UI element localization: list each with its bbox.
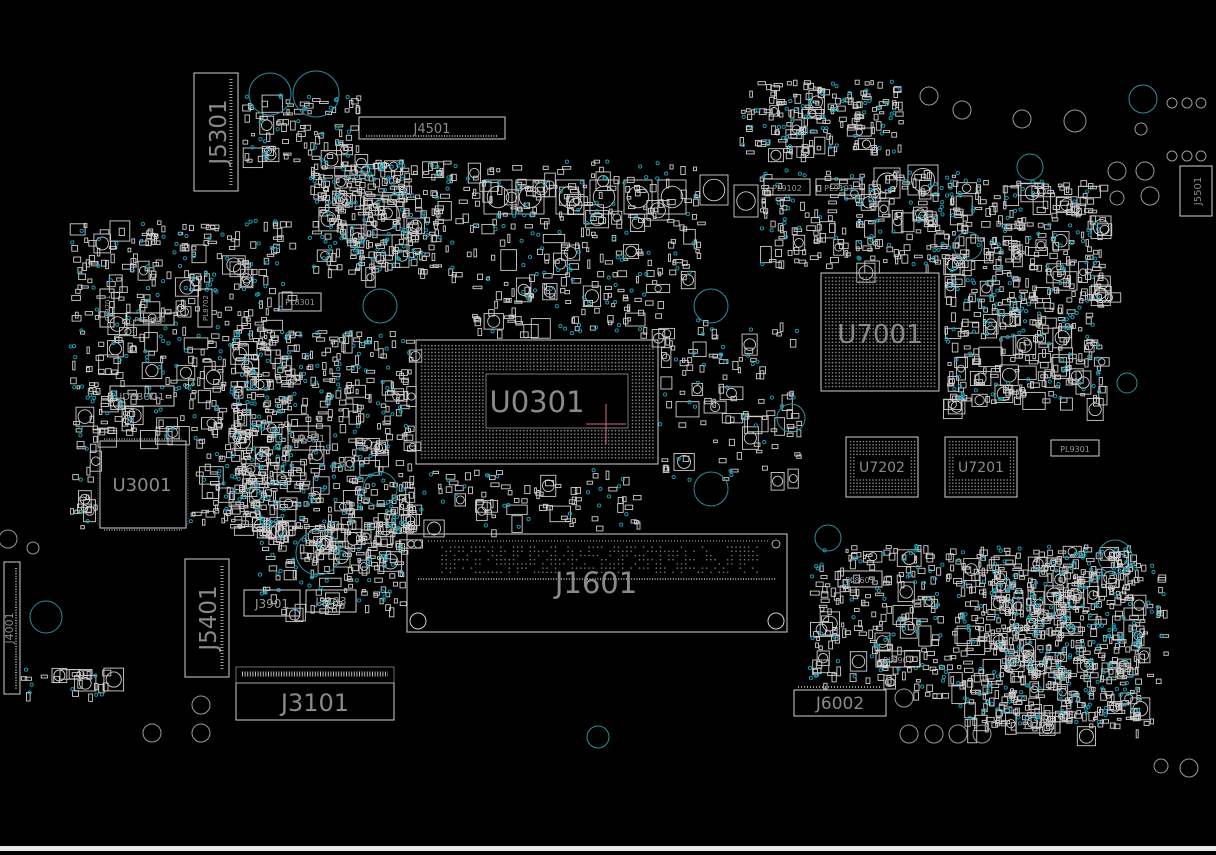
label-u3001: U3001 [113, 475, 172, 496]
label-pl8701: PL8701 [104, 295, 112, 321]
status-strip [0, 846, 1216, 851]
label-j3901: J3901 [254, 597, 289, 611]
label-j3102: J3102 [1023, 719, 1052, 730]
label-j5401: J5401 [196, 585, 222, 652]
label-pl8301: PL8301 [285, 298, 315, 307]
label-pl8901: PL8901 [883, 656, 913, 665]
label-pce8700: PCE8700 [134, 316, 165, 324]
label-pl8601: PL8601 [845, 576, 875, 585]
label-j1601: J1601 [553, 566, 637, 600]
label-j5301: J5301 [206, 99, 232, 166]
label-jdebug1: JDEBUG1 [118, 392, 164, 403]
label-j3101: J3101 [279, 689, 349, 717]
label-j3103: J3103 [314, 595, 346, 608]
label-pl9102: PL9102 [772, 184, 802, 193]
label-u7201: U7201 [958, 460, 1004, 476]
component-u7001[interactable]: U7001 [821, 273, 939, 391]
label-j6002: J6002 [815, 694, 864, 714]
label-j4501: J4501 [413, 122, 451, 137]
label-j5501: J5501 [1193, 177, 1204, 206]
label-u0301: U0301 [489, 385, 584, 419]
label-u2801: U2801 [293, 434, 326, 445]
label-pl8702: PL8702 [202, 295, 210, 321]
label-u7001: U7001 [837, 320, 922, 350]
label-j4001: J4001 [3, 612, 16, 644]
label-pl9301: PL9301 [1060, 445, 1090, 454]
label-u7202: U7202 [859, 460, 905, 476]
label-pl9101: PL9101 [824, 184, 854, 193]
